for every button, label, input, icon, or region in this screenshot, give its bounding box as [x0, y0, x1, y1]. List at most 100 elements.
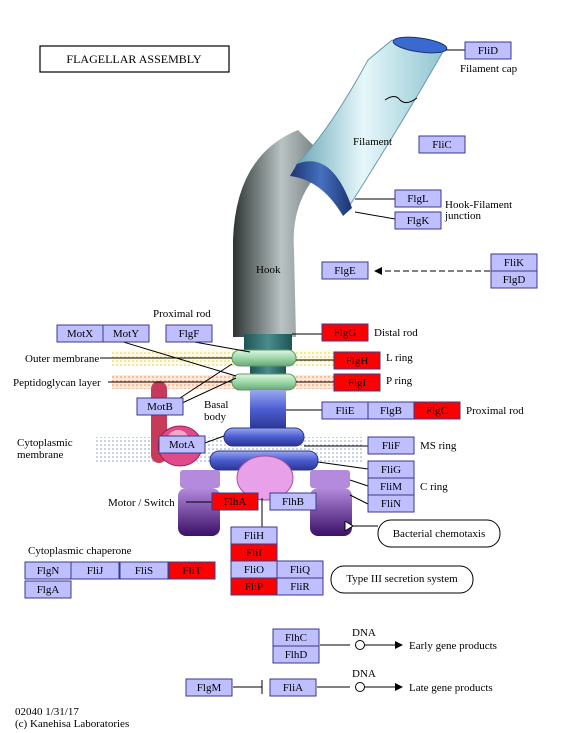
gene-box-FlhA[interactable]: FlhA	[211, 492, 259, 511]
gene-box-FliH[interactable]: FliH	[230, 526, 278, 545]
bacterial-chemotaxis-label: Bacterial chemotaxis	[393, 528, 486, 540]
gene-box-bg[interactable]	[119, 561, 169, 580]
type3-secretion-link[interactable]	[330, 565, 474, 594]
gene-box-FliP[interactable]: FliP	[230, 577, 278, 596]
gene-box-FliA[interactable]: FliA	[269, 678, 317, 697]
gene-box-FliT[interactable]: FliT	[168, 561, 216, 580]
gene-box-bg[interactable]	[272, 645, 320, 664]
gene-label: MotA	[169, 439, 195, 451]
gene-box-bg[interactable]	[136, 397, 184, 416]
gene-label: FlhB	[282, 496, 304, 508]
gene-box-bg[interactable]	[321, 323, 369, 342]
gene-box-FliI[interactable]: FliI	[230, 543, 278, 562]
diagram-title: FLAGELLAR ASSEMBLY	[66, 52, 201, 66]
gene-box-bg[interactable]	[418, 135, 466, 154]
gene-box-bg[interactable]	[394, 211, 442, 230]
motor-switch-label: Motor / Switch	[108, 497, 175, 509]
gene-box-FliS[interactable]: FliS	[119, 561, 169, 580]
gene-box-bg[interactable]	[211, 492, 259, 511]
hook-structure	[233, 130, 330, 337]
gene-label: FliD	[478, 45, 498, 57]
gene-label: FlgF	[179, 328, 200, 340]
gene-box-FliC[interactable]: FliC	[418, 135, 466, 154]
gene-box-FliR[interactable]: FliR	[276, 577, 324, 596]
gene-box-MotX[interactable]: MotX	[56, 324, 104, 343]
gene-box-FliF[interactable]: FliF	[367, 436, 415, 455]
gene-label: FlgI	[348, 377, 367, 389]
proximal-rod-right-label: Proximal rod	[466, 405, 524, 417]
gene-box-FlgF[interactable]: FlgF	[165, 324, 213, 343]
gene-box-FlhC[interactable]: FlhC	[272, 628, 320, 647]
gene-box-FlhD[interactable]: FlhD	[272, 645, 320, 664]
gene-box-bg[interactable]	[168, 561, 216, 580]
gene-label: FliR	[290, 581, 310, 593]
gene-box-FlgD[interactable]: FlgD	[490, 270, 538, 289]
gene-box-FlhB[interactable]: FlhB	[269, 492, 317, 511]
gene-box-FliQ[interactable]: FliQ	[276, 560, 324, 579]
gene-box-bg[interactable]	[333, 351, 381, 370]
bacterial-chemotaxis-link[interactable]	[377, 519, 501, 548]
gene-box-FlgN[interactable]: FlgN	[24, 561, 72, 580]
gene-box-bg[interactable]	[413, 401, 461, 420]
gene-box-bg[interactable]	[367, 436, 415, 455]
gene-box-bg[interactable]	[185, 678, 233, 697]
gene-box-MotB[interactable]: MotB	[136, 397, 184, 416]
gene-box-FliK[interactable]: FliK	[490, 253, 538, 272]
gene-box-FlgC[interactable]: FlgC	[413, 401, 461, 420]
gene-box-FlgL[interactable]: FlgL	[394, 189, 442, 208]
c-ring-right-top	[310, 470, 350, 488]
gene-label: FlhA	[224, 496, 247, 508]
gene-box-FlgG[interactable]: FlgG	[321, 323, 369, 342]
gene-box-MotY[interactable]: MotY	[102, 324, 150, 343]
gene-box-FlgM[interactable]: FlgM	[185, 678, 233, 697]
filament-label: Filament	[353, 136, 392, 148]
gene-label: FliM	[380, 481, 402, 493]
gene-box-bg[interactable]	[102, 324, 150, 343]
c-ring-label: C ring	[420, 481, 448, 493]
gene-box-FliD[interactable]: FliD	[464, 41, 512, 60]
p-ring-structure	[231, 373, 297, 391]
gene-box-bg[interactable]	[70, 561, 120, 580]
gene-box-bg[interactable]	[464, 41, 512, 60]
gene-box-FliM[interactable]: FliM	[367, 477, 415, 496]
gene-box-MotA[interactable]: MotA	[158, 435, 206, 454]
gene-box-bg[interactable]	[269, 492, 317, 511]
gene-box-bg[interactable]	[367, 494, 415, 513]
basal-body-label-2: body	[204, 411, 227, 423]
gene-label: FlgC	[426, 405, 448, 417]
gene-box-bg[interactable]	[24, 580, 72, 599]
gene-box-bg[interactable]	[394, 189, 442, 208]
gene-box-bg[interactable]	[321, 261, 369, 280]
gene-box-bg[interactable]	[165, 324, 213, 343]
gene-box-bg[interactable]	[490, 270, 538, 289]
filament-cap-structure	[392, 36, 448, 54]
gene-label: FliJ	[87, 565, 104, 577]
gene-box-FlgB[interactable]: FlgB	[367, 401, 415, 420]
gene-label: MotX	[67, 328, 93, 340]
gene-box-FlgK[interactable]: FlgK	[394, 211, 442, 230]
dna-node-early	[355, 640, 365, 650]
gene-label: FliN	[381, 498, 401, 510]
gene-label: FliQ	[290, 564, 310, 576]
gene-label: FliI	[246, 547, 262, 559]
gene-box-FliN[interactable]: FliN	[367, 494, 415, 513]
gene-label: FlgM	[197, 682, 222, 694]
gene-box-FlgA[interactable]: FlgA	[24, 580, 72, 599]
gene-box-bg[interactable]	[276, 577, 324, 596]
p-ring-label: P ring	[386, 375, 413, 387]
gene-box-bg[interactable]	[333, 373, 381, 392]
gene-box-FliE[interactable]: FliE	[321, 401, 369, 420]
ms-ring-structure-top	[223, 427, 305, 447]
gene-box-FliG[interactable]: FliG	[367, 460, 415, 479]
gene-box-bg[interactable]	[269, 678, 317, 697]
gene-label: MotB	[147, 401, 173, 413]
gene-box-FlgH[interactable]: FlgH	[333, 351, 381, 370]
c-ring-right	[310, 488, 352, 536]
gene-box-FlgI[interactable]: FlgI	[333, 373, 381, 392]
late-gene-products-label: Late gene products	[409, 682, 493, 694]
gene-box-bg[interactable]	[158, 435, 206, 454]
gene-box-FliO[interactable]: FliO	[230, 560, 278, 579]
distal-rod-label: Distal rod	[374, 327, 418, 339]
gene-box-FlgE[interactable]: FlgE	[321, 261, 369, 280]
gene-box-FliJ[interactable]: FliJ	[70, 561, 120, 580]
